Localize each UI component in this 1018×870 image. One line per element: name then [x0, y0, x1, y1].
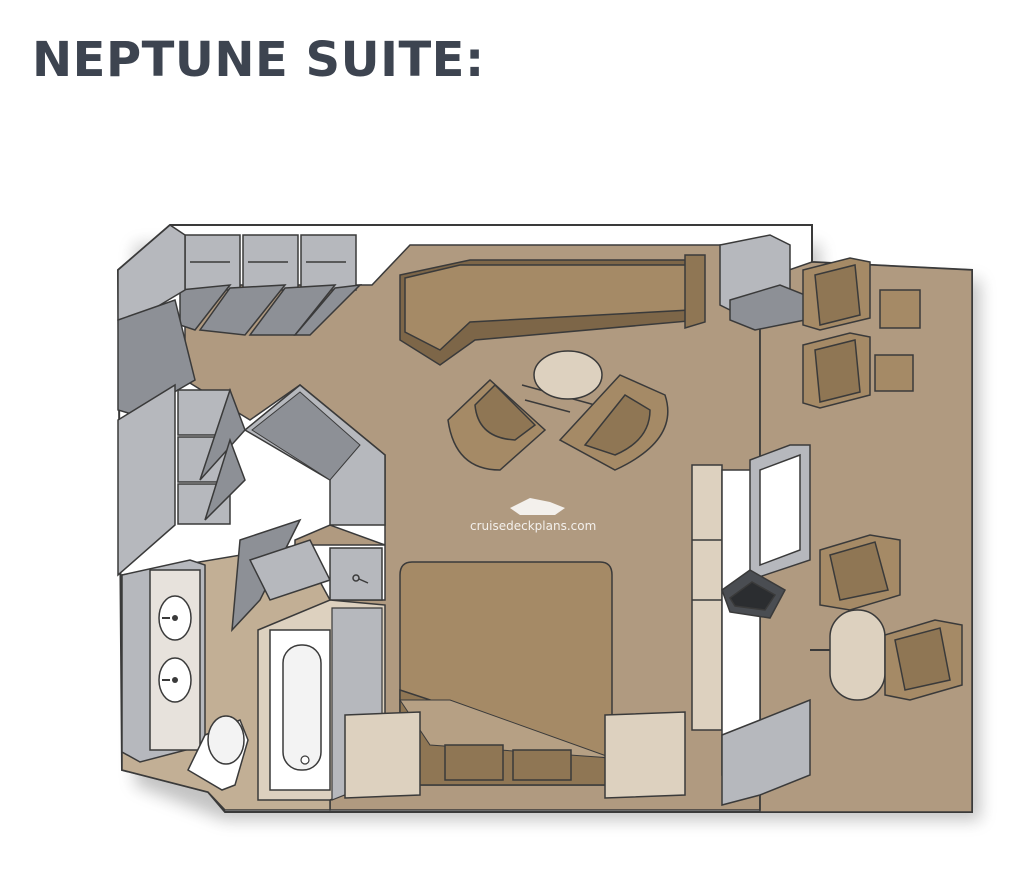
- vanity: [121, 559, 206, 763]
- closet: [117, 383, 246, 577]
- desk-cabinet: [691, 444, 811, 776]
- sofa: [399, 254, 706, 366]
- watermark: cruisedeckplans.com: [470, 498, 596, 533]
- toilet-icon: [187, 715, 249, 791]
- balcony-chair: [819, 534, 901, 611]
- safe-icon: [721, 569, 787, 619]
- nightstand-left: [344, 711, 421, 799]
- balcony-chair: [802, 332, 871, 409]
- balcony-side-table: [879, 289, 921, 329]
- top-right-cabinet: [719, 234, 806, 331]
- sink-icon: [158, 657, 192, 703]
- balcony-chair: [884, 619, 963, 701]
- armchair: [558, 374, 669, 471]
- bath-cabinet: [329, 547, 383, 601]
- nightstand-right: [604, 711, 686, 799]
- bathroom-doors: [231, 518, 332, 633]
- svg-text:cruisedeckplans.com: cruisedeckplans.com: [470, 519, 596, 533]
- bottom-right-cabinet: [721, 698, 811, 806]
- balcony-table: [810, 609, 886, 701]
- angled-closet-top: [251, 391, 361, 481]
- armchair: [447, 378, 547, 471]
- balcony-chair: [802, 257, 871, 331]
- key-icon: [352, 574, 369, 584]
- bed: [399, 561, 613, 786]
- wardrobe-cabinets: [179, 234, 363, 336]
- page-title: NEPTUNE SUITE:: [32, 32, 485, 88]
- coffee-table: [521, 350, 603, 413]
- sink-icon: [158, 595, 192, 641]
- balcony-side-table: [874, 354, 914, 392]
